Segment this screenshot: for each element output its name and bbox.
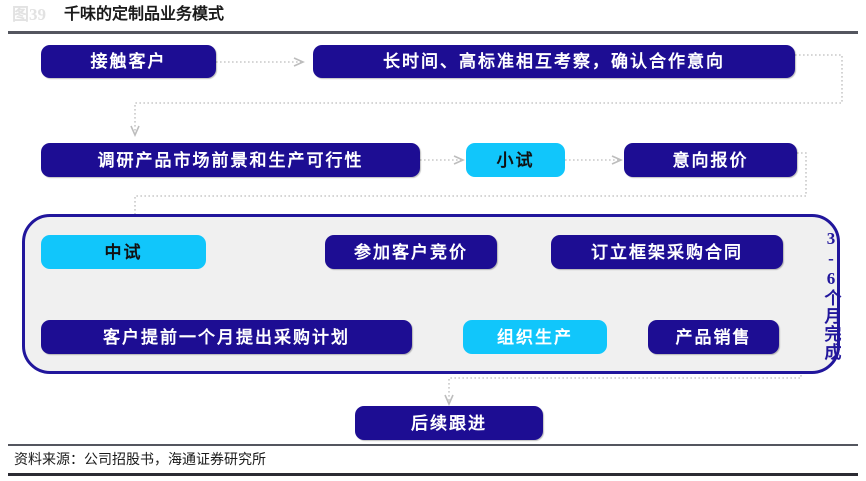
node-follow-up[interactable]: 后续跟进: [355, 406, 543, 440]
node-intent-quote[interactable]: 意向报价: [624, 143, 797, 177]
node-purchase-plan[interactable]: 客户提前一个月提出采购计划: [41, 320, 412, 354]
source-note: 资料来源：公司招股书，海通证券研究所: [14, 453, 266, 468]
node-contact-customer[interactable]: 接触客户: [41, 45, 216, 78]
node-organize-production[interactable]: 组织生产: [463, 320, 607, 354]
figure-number: 图39: [12, 5, 46, 24]
stage-duration-label: 3-6个月完成: [821, 229, 841, 361]
footer-bottom-divider: [8, 473, 858, 476]
top-divider: [8, 31, 858, 34]
footer-top-divider: [8, 444, 858, 446]
node-mutual-inspection[interactable]: 长时间、高标准相互考察，确认合作意向: [313, 45, 795, 78]
node-small-trial[interactable]: 小试: [466, 143, 565, 177]
node-product-sales[interactable]: 产品销售: [648, 320, 779, 354]
node-customer-bidding[interactable]: 参加客户竞价: [325, 235, 497, 269]
node-pilot-trial[interactable]: 中试: [41, 235, 206, 269]
node-market-research[interactable]: 调研产品市场前景和生产可行性: [41, 143, 420, 177]
node-framework-contract[interactable]: 订立框架采购合同: [551, 235, 783, 269]
page-title: 千味的定制品业务模式: [64, 6, 225, 23]
